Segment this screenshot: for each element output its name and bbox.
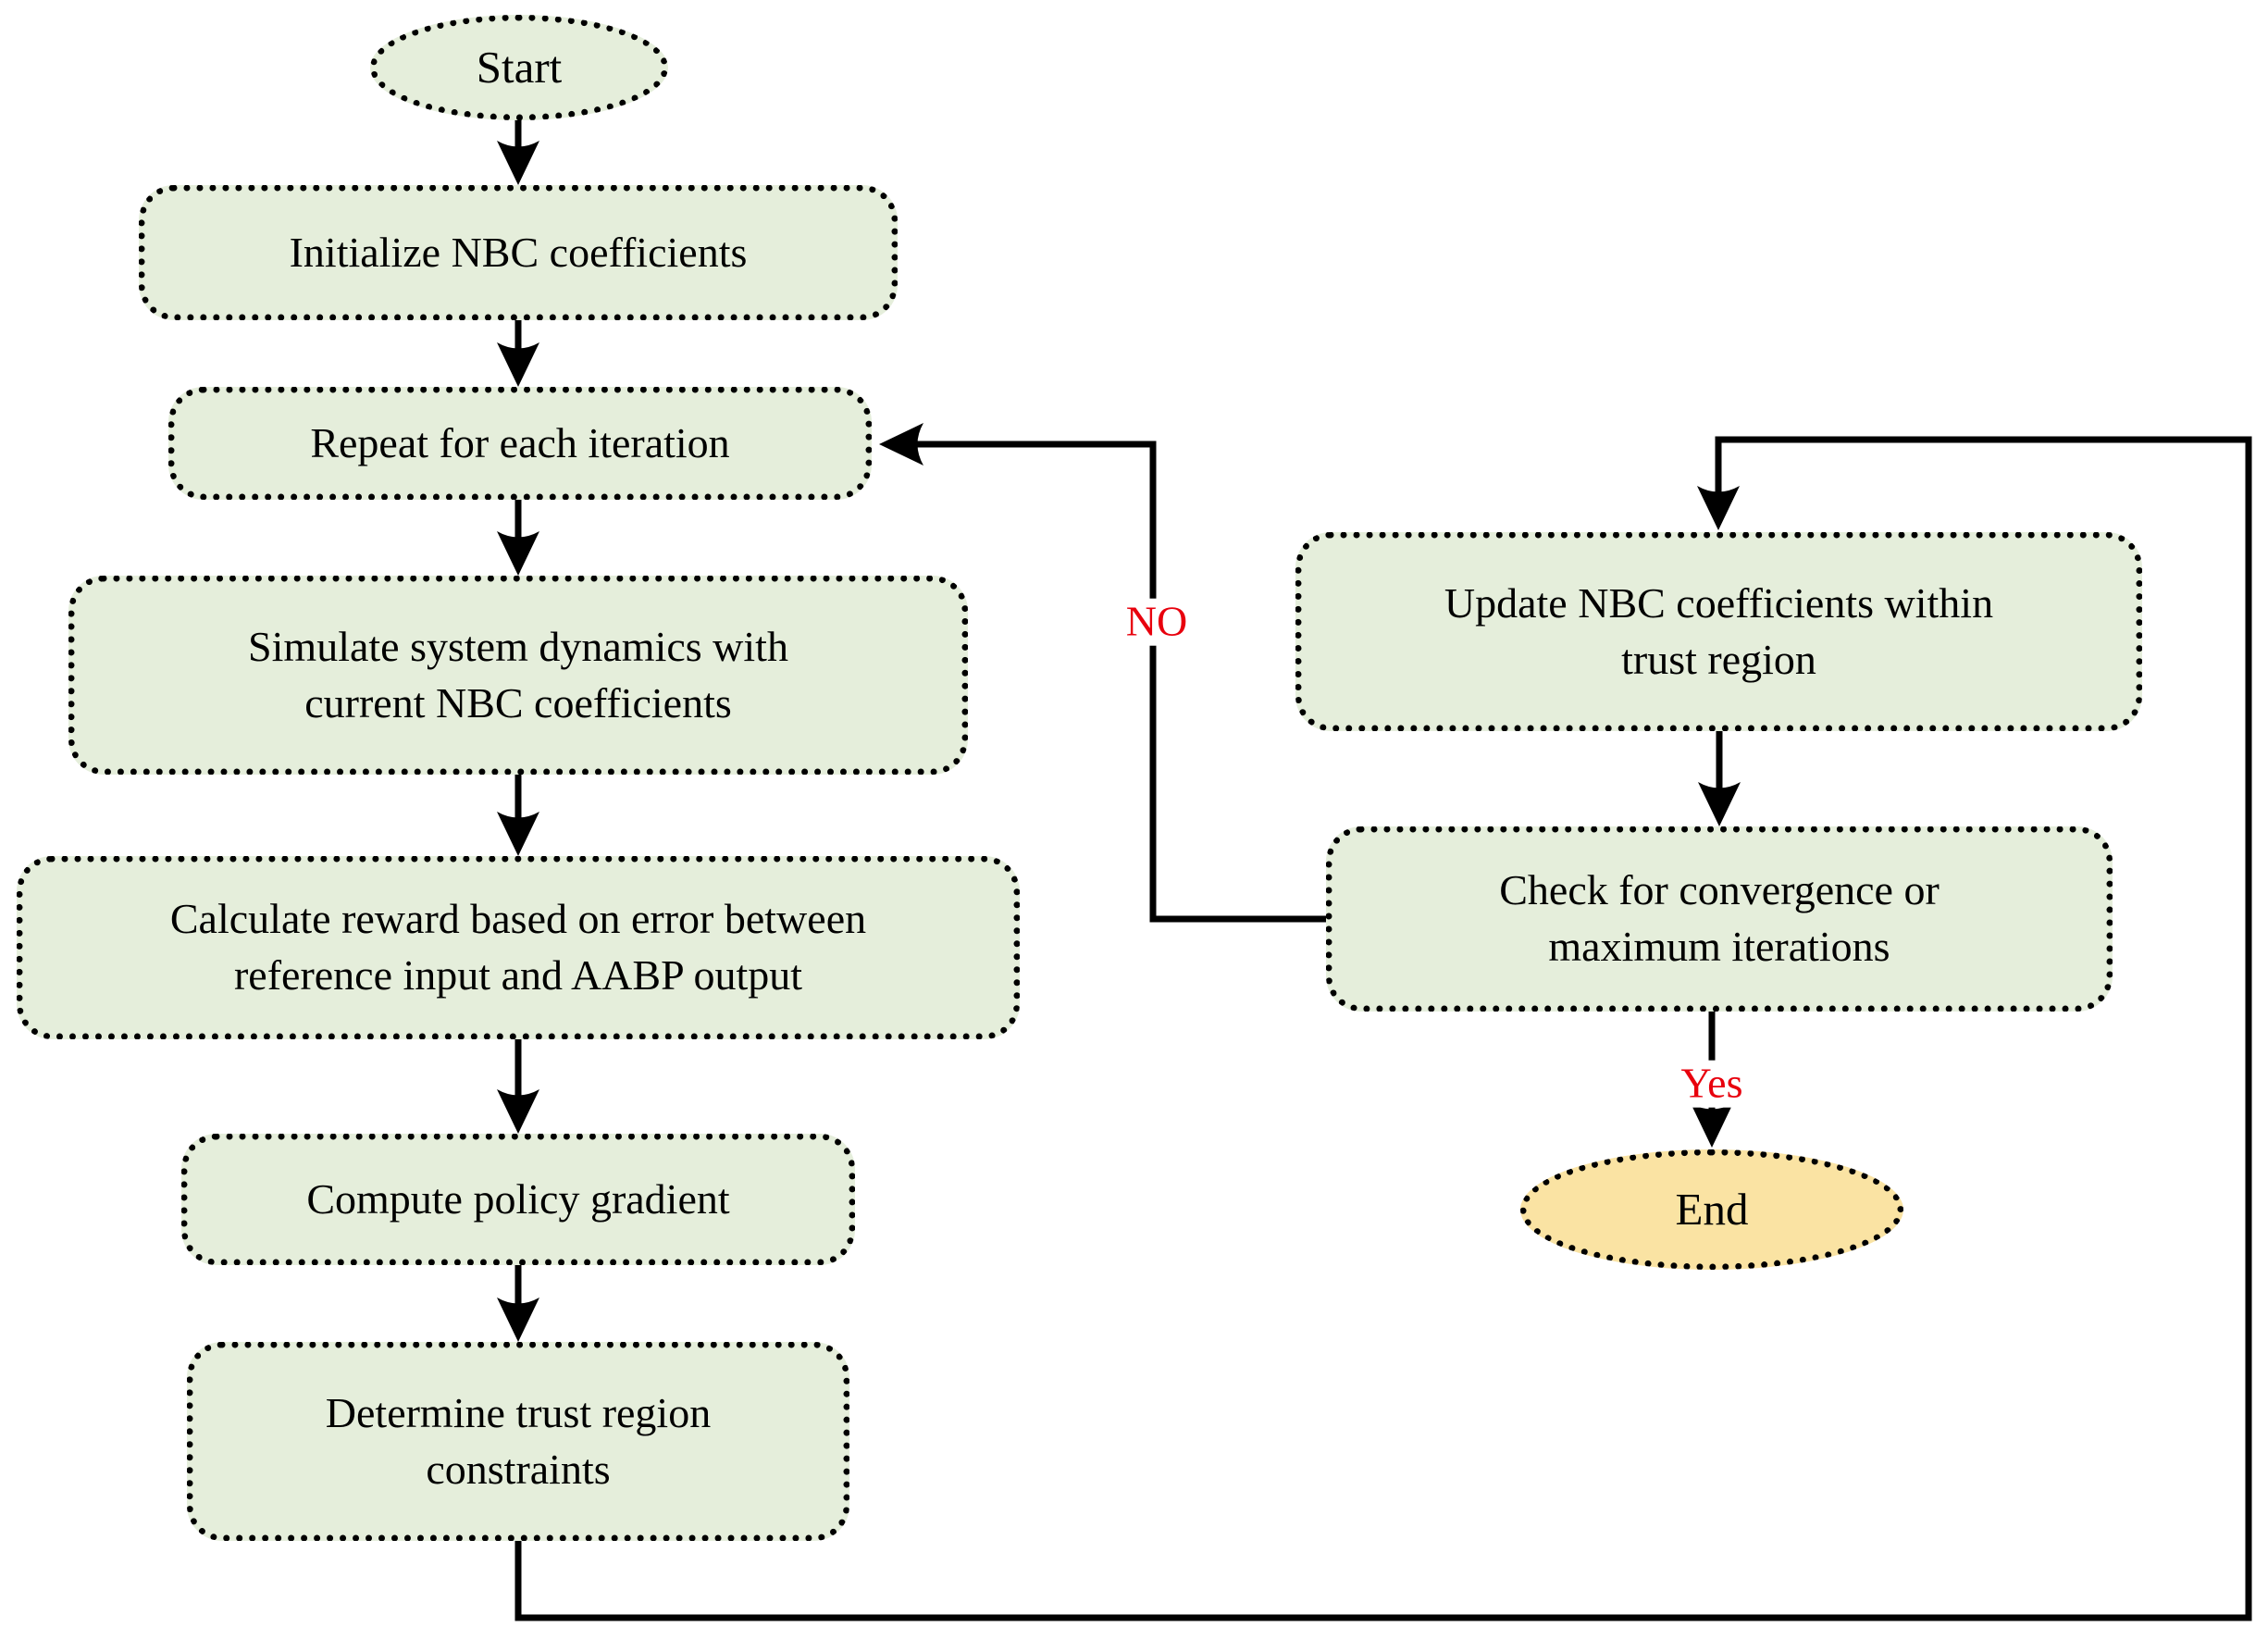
node-determine-label: Determine trust region constraints: [325, 1388, 712, 1493]
arrowhead-repeat: [497, 342, 539, 387]
arrowhead-no-into-repeat: [879, 423, 923, 466]
arrowhead-compute: [497, 1089, 539, 1134]
arrowhead-check: [1698, 782, 1741, 826]
node-update-nbc-coefficients: Update NBC coefficients within trust reg…: [1295, 532, 2142, 731]
edge-label-no: NO: [1116, 598, 1197, 646]
node-initialize-label: Initialize NBC coefficients: [289, 228, 748, 276]
node-compute-label: Compute policy gradient: [306, 1174, 730, 1223]
node-initialize-nbc-coefficients: Initialize NBC coefficients: [139, 185, 898, 320]
edge-label-yes: Yes: [1671, 1060, 1753, 1108]
arrowhead-determine: [497, 1298, 539, 1342]
node-repeat-each-iteration: Repeat for each iteration: [168, 387, 872, 500]
arrowhead-initialize: [497, 141, 539, 185]
node-end: End: [1520, 1149, 1903, 1270]
node-calculate-label: Calculate reward based on error between …: [169, 895, 867, 999]
arrowhead-calculate: [497, 812, 539, 856]
edge-check-repeat-no: [916, 441, 1326, 923]
node-end-label: End: [1675, 1183, 1749, 1235]
node-simulate-label: Simulate system dynamics with current NB…: [248, 622, 788, 726]
arrowhead-simulate: [497, 531, 539, 576]
arrowhead-end: [1691, 1103, 1733, 1148]
node-start: Start: [370, 15, 668, 120]
node-calculate-reward: Calculate reward based on error between …: [17, 856, 1020, 1039]
node-check-label: Check for convergence or maximum iterati…: [1499, 866, 1940, 970]
node-determine-trust-region: Determine trust region constraints: [187, 1342, 849, 1541]
node-repeat-label: Repeat for each iteration: [310, 418, 730, 466]
node-start-label: Start: [476, 41, 563, 93]
node-check-convergence: Check for convergence or maximum iterati…: [1326, 826, 2113, 1012]
node-update-label: Update NBC coefficients within trust reg…: [1444, 578, 1994, 683]
arrowhead-update: [1697, 486, 1740, 530]
edge-determine-update: [514, 436, 2252, 1621]
node-simulate-system-dynamics: Simulate system dynamics with current NB…: [68, 576, 968, 775]
node-compute-policy-gradient: Compute policy gradient: [181, 1134, 855, 1265]
